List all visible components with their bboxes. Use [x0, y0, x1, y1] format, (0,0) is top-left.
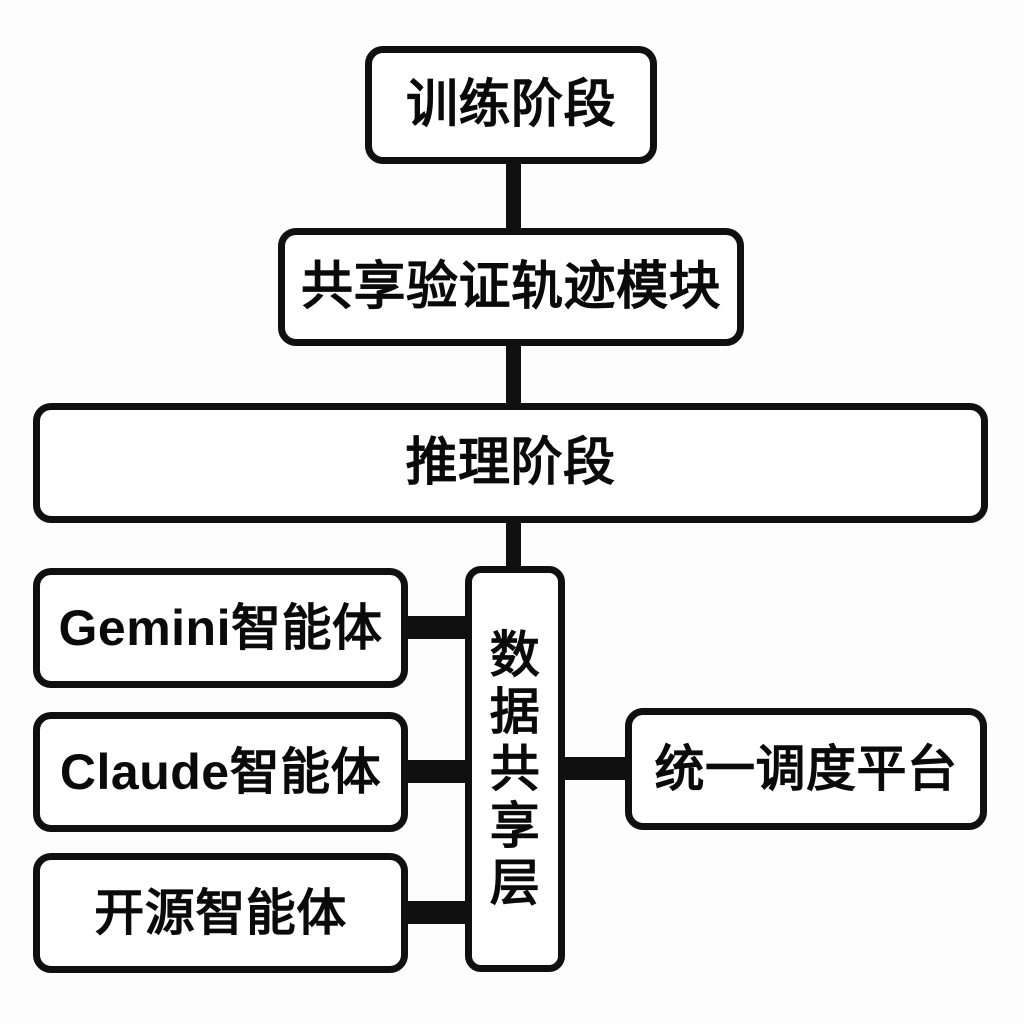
connector-training-to-shared: [506, 150, 521, 242]
node-agent-gemini[interactable]: Gemini智能体: [33, 568, 408, 688]
node-agent-gemini-label: Gemini智能体: [58, 599, 383, 656]
node-inference-phase[interactable]: 推理阶段: [33, 403, 988, 523]
node-inference-phase-label: 推理阶段: [405, 433, 616, 492]
connector-data-to-platform: [556, 757, 636, 780]
connector-claude-to-data: [398, 760, 476, 783]
connector-shared-to-inference: [506, 334, 521, 416]
node-agent-claude[interactable]: Claude智能体: [33, 712, 408, 832]
node-data-sharing-layer-label: 数 据 共 享 层: [489, 626, 541, 911]
node-shared-verification-module-label: 共享验证轨迹模块: [300, 257, 721, 316]
node-training-phase-label: 训练阶段: [405, 75, 616, 134]
connector-inference-to-data: [506, 512, 521, 580]
node-training-phase[interactable]: 训练阶段: [365, 46, 657, 164]
node-agent-opensource-label: 开源智能体: [94, 884, 347, 941]
connector-opensource-to-data: [398, 901, 476, 924]
connector-gemini-to-data: [398, 616, 476, 639]
node-shared-verification-module[interactable]: 共享验证轨迹模块: [278, 228, 744, 346]
node-data-sharing-layer[interactable]: 数 据 共 享 层: [465, 566, 565, 972]
node-agent-opensource[interactable]: 开源智能体: [33, 853, 408, 973]
node-unified-scheduling-platform[interactable]: 统一调度平台: [625, 708, 987, 830]
node-agent-claude-label: Claude智能体: [59, 743, 382, 800]
node-unified-scheduling-platform-label: 统一调度平台: [654, 740, 958, 797]
